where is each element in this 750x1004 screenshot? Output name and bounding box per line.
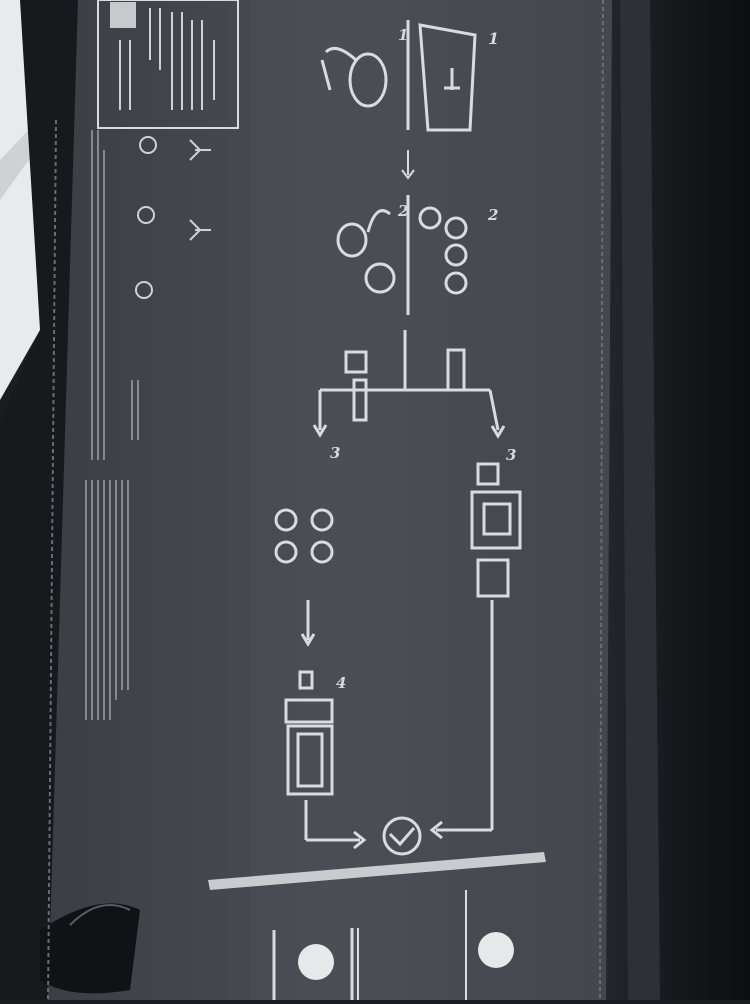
step-3-dials bbox=[274, 508, 334, 647]
bottom-symbols bbox=[272, 890, 514, 1000]
divider-bar bbox=[208, 852, 546, 890]
step-4: 4 bbox=[336, 674, 346, 692]
instruction-panel bbox=[48, 0, 612, 1000]
step-2a: 2 bbox=[487, 206, 498, 224]
step-3a: 3 bbox=[506, 446, 516, 464]
step-1-illustration bbox=[320, 20, 477, 132]
arrow-1 bbox=[401, 150, 415, 180]
step-1b: 1 bbox=[398, 26, 408, 44]
label-box bbox=[97, 0, 239, 129]
step-3b: 3 bbox=[330, 444, 340, 462]
handle-cutout bbox=[40, 903, 140, 994]
step-2-illustration bbox=[336, 195, 468, 315]
step-3-device bbox=[429, 462, 522, 840]
box-right-fold bbox=[620, 0, 660, 1000]
branch-lines bbox=[312, 330, 506, 439]
cutout-edge bbox=[69, 904, 131, 926]
qr-code bbox=[110, 2, 136, 28]
side-text-columns bbox=[85, 130, 139, 720]
label-text-lines bbox=[119, 8, 215, 110]
care-icons bbox=[135, 136, 211, 299]
board-edge bbox=[599, 0, 604, 1001]
step-4-unit bbox=[284, 670, 367, 850]
light-patch bbox=[250, 0, 450, 1000]
step-2b: 2 bbox=[397, 202, 408, 220]
step-1a: 1 bbox=[488, 29, 499, 48]
final-symbol bbox=[382, 816, 422, 856]
